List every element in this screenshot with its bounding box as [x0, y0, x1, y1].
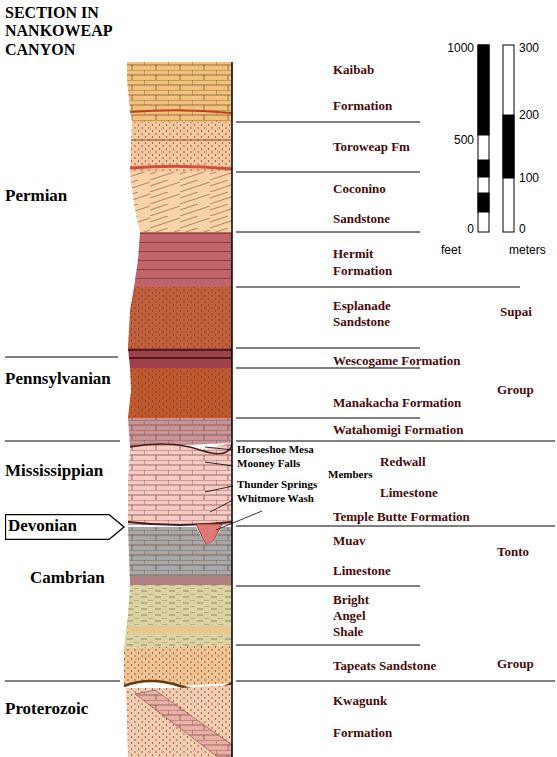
formation-label: Kwagunk: [333, 694, 387, 708]
formation-label: Esplanade: [333, 299, 391, 313]
esplanade-layer: [128, 287, 232, 348]
period-label: Pennsylvanian: [5, 370, 111, 389]
formation-label: Muav: [333, 534, 366, 548]
period-label: Permian: [5, 187, 67, 206]
formation-label: Formation: [333, 99, 392, 113]
manakacha-layer: [128, 368, 232, 418]
formation-label: Wescogame Formation: [333, 354, 460, 368]
period-label: Proterozoic: [5, 700, 88, 719]
formation-label: Redwall: [380, 455, 426, 469]
formation-label: Kaibab: [333, 63, 374, 77]
rock-layers: [124, 62, 232, 757]
member-label: Thunder Springs: [237, 478, 317, 490]
kwagunk-band: [135, 690, 232, 757]
kaibab-layer: [127, 62, 232, 122]
formation-label: Watahomigi Formation: [333, 423, 463, 437]
formation-label: Limestone: [380, 486, 438, 500]
scale-label: 200: [519, 109, 539, 122]
formation-label: Toroweap Fm: [333, 140, 410, 154]
scale-label: meters: [509, 244, 546, 257]
column-axis: [232, 62, 555, 757]
scale-label: 0: [519, 223, 526, 236]
scale-label: feet: [441, 244, 461, 257]
formation-label: Manakacha Formation: [333, 396, 461, 410]
formation-label: Tonto: [497, 545, 529, 559]
formation-label: Formation: [333, 726, 392, 740]
formation-label: Shale: [333, 625, 363, 639]
formation-label: Angel: [333, 609, 366, 623]
formation-label: Group: [497, 383, 534, 397]
formation-label: Coconino: [333, 182, 386, 196]
pentagon-shape: [6, 515, 125, 540]
formation-label: Sandstone: [333, 212, 390, 226]
kwagunk-layer: [126, 685, 232, 757]
period-tag: Devonian: [5, 514, 125, 540]
coconino-layer: [130, 172, 232, 232]
formation-label: Limestone: [333, 564, 391, 578]
formation-label: Hermit: [333, 247, 373, 261]
formation-label: Sandstone: [333, 315, 390, 329]
formation-label: Formation: [333, 264, 392, 278]
scale-label: 300: [519, 42, 539, 55]
scale-label: 0: [467, 223, 474, 236]
toroweap-layer: [130, 122, 232, 172]
tapeats-layer: [124, 645, 232, 686]
scale-label: 100: [519, 172, 539, 185]
period-label: Mississippian: [5, 462, 103, 481]
muav-layer: [128, 527, 232, 585]
scale-bars: [478, 45, 514, 232]
formation-label: Temple Butte Formation: [333, 510, 470, 524]
formation-label: Bright: [333, 593, 369, 607]
formation-label: Group: [497, 657, 534, 671]
formation-label: Supai: [500, 305, 532, 319]
wescogame-layer: [128, 348, 232, 368]
member-label: Whitmore Wash: [237, 492, 314, 504]
scale-label: 500: [454, 134, 474, 147]
period-label: Devonian: [5, 514, 125, 536]
redwall-layer: [128, 443, 232, 525]
diagram-title: SECTION IN NANKOWEAP CANYON: [5, 4, 133, 59]
bright-angel-layer: [124, 585, 232, 648]
member-label: Horseshoe Mesa: [237, 443, 314, 455]
hermit-layer: [134, 232, 232, 287]
period-label: Cambrian: [30, 569, 105, 588]
member-label: Members: [328, 468, 373, 480]
watahomigi-layer: [128, 418, 232, 447]
formation-label: Tapeats Sandstone: [333, 659, 436, 673]
member-label: Mooney Falls: [237, 457, 300, 469]
scale-label: 1000: [447, 42, 474, 55]
